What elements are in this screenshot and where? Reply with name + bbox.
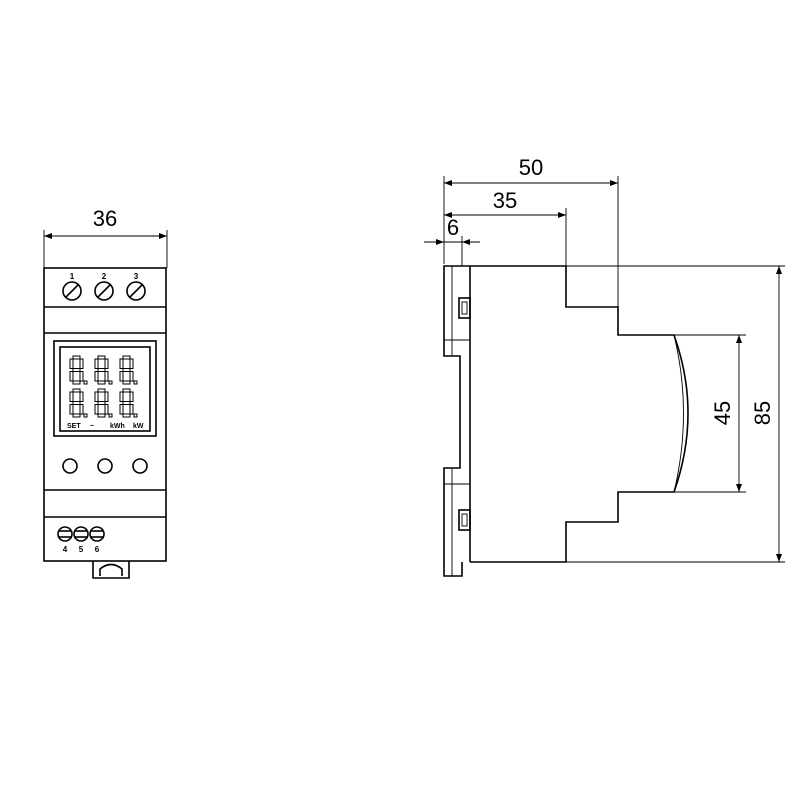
top-terminal-screw-3	[126, 281, 146, 301]
side-rail-clip	[443, 265, 470, 577]
top-terminal-label-3: 3	[134, 272, 139, 281]
top-terminal-screw-1	[62, 281, 82, 301]
side-total-height-dimension: 85	[566, 265, 785, 563]
display-label-set: SET	[67, 423, 81, 430]
front-button-3[interactable]	[132, 458, 148, 474]
side-view: 50 35 6	[424, 155, 785, 577]
seven-segment-digit	[119, 355, 138, 385]
side-front-height-label: 45	[710, 401, 735, 425]
top-terminal-screw-2	[94, 281, 114, 301]
side-front-depth-label: 35	[493, 188, 517, 213]
front-button-1[interactable]	[62, 458, 78, 474]
bottom-terminal-label-6: 6	[95, 545, 100, 554]
front-width-dimension: 36	[43, 206, 168, 268]
side-upper-latch	[458, 297, 471, 319]
side-clip-depth-dimension: 6	[424, 215, 480, 266]
bottom-terminal-screw-4	[57, 526, 73, 542]
seven-segment-row-2	[69, 388, 138, 418]
top-terminal-label-2: 2	[102, 272, 107, 281]
seven-segment-digit	[69, 388, 88, 418]
seven-segment-digit	[69, 355, 88, 385]
seven-segment-digit	[94, 355, 113, 385]
din-rail-clip	[92, 561, 130, 579]
seven-segment-digit	[94, 388, 113, 418]
side-total-depth-label: 50	[519, 155, 543, 180]
seven-segment-digit	[119, 388, 138, 418]
display-label-kw: kW	[133, 423, 144, 430]
bottom-terminal-label-5: 5	[79, 545, 84, 554]
bottom-terminal-screw-5	[73, 526, 89, 542]
bottom-terminal-label-4: 4	[63, 545, 68, 554]
top-terminal-label-1: 1	[70, 272, 75, 281]
side-front-depth-dimension: 35	[444, 188, 567, 266]
side-clip-depth-label: 6	[447, 215, 459, 240]
side-total-height-label: 85	[750, 401, 775, 425]
display-label-kwh: kWh	[110, 423, 125, 430]
front-body-outline	[43, 267, 167, 562]
display-label-wave: ~	[90, 423, 94, 430]
front-width-label: 36	[93, 206, 117, 231]
seven-segment-row-1	[69, 355, 138, 385]
side-housing-outline	[470, 265, 689, 563]
front-button-2[interactable]	[97, 458, 113, 474]
lcd-display: SET ~ kWh kW	[53, 340, 157, 437]
side-front-height-dimension: 45	[674, 334, 746, 493]
front-view: 36 1 2 3 SET ~	[43, 206, 168, 579]
side-lower-latch	[458, 509, 471, 531]
bottom-terminal-screw-6	[89, 526, 105, 542]
